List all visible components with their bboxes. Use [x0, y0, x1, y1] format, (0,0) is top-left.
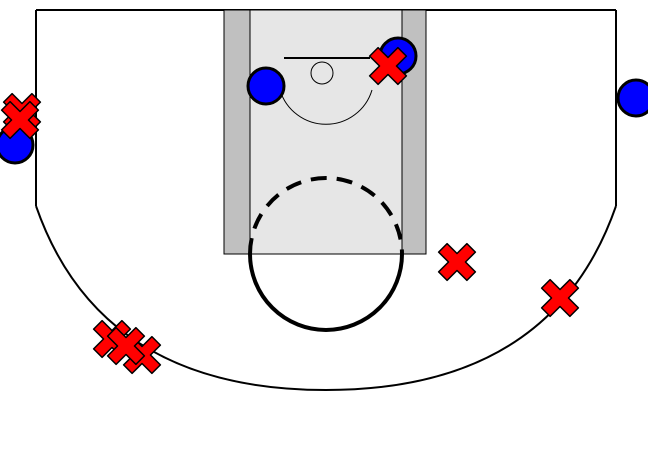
free-throw-circle-bottom	[248, 253, 404, 332]
rim	[310, 61, 334, 85]
lane-inner	[249, 9, 403, 255]
free-throw-circle-top	[248, 176, 404, 255]
defender-x-mark-icon	[106, 326, 146, 366]
defender-x-mark-icon	[437, 242, 477, 282]
offensive-player-circle-icon	[616, 78, 648, 118]
defender-x-mark-icon	[540, 278, 580, 318]
restricted-area-arc	[279, 89, 373, 125]
defender-x-mark-icon	[368, 46, 408, 86]
defender-x-mark-icon	[0, 100, 40, 140]
offensive-player-circle-icon	[246, 66, 286, 106]
defenders	[0, 46, 580, 375]
